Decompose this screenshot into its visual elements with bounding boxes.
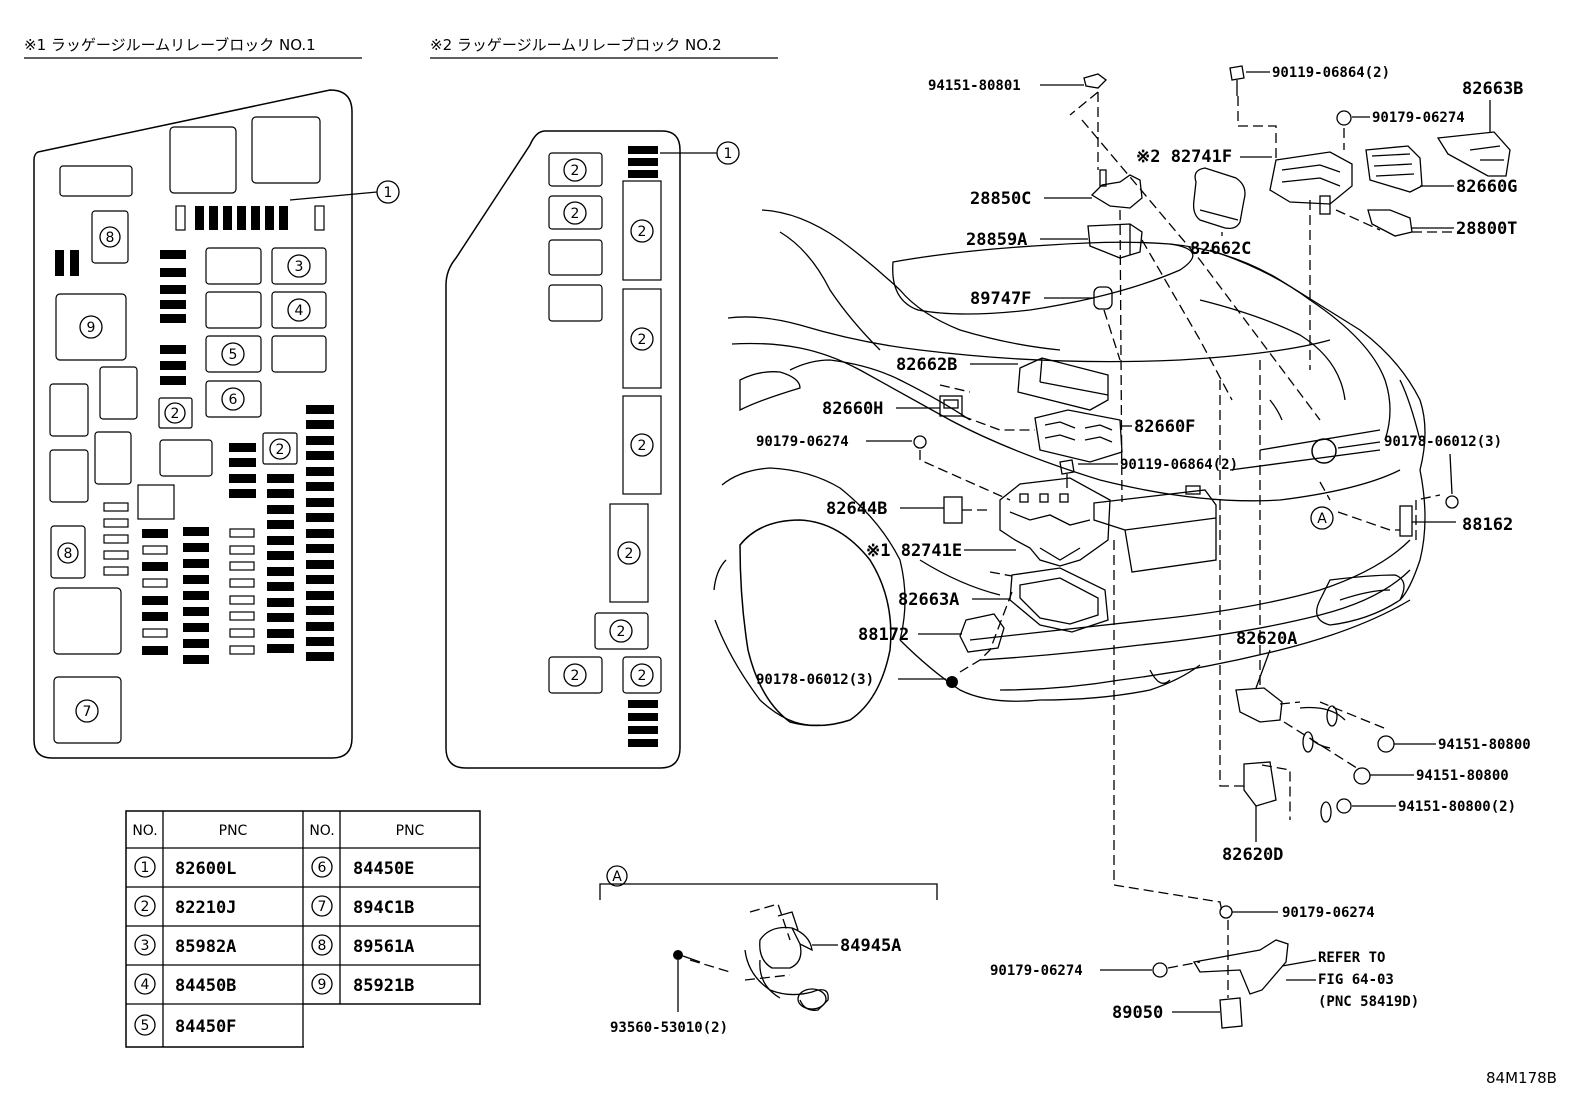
relay-block-1: 1 8 3 4 5 6 9 (33, 89, 400, 759)
label-94151-80800-2: 94151-80800(2) (1398, 799, 1516, 815)
label-88162: 88162 (1462, 515, 1513, 535)
dashed-connectors (919, 91, 1460, 998)
block2-title: ※2 ラッゲージルームリレーブロック NO.2 (430, 36, 722, 54)
label-90178-06012-right: 90178-06012(3) (1384, 434, 1502, 450)
callout-2f: 2 (638, 332, 647, 348)
label-28850C: 28850C (970, 189, 1031, 209)
label-82662C: 82662C (1190, 239, 1251, 259)
label-90179-06274-low: 90179-06274 (1282, 905, 1375, 921)
table-cell-no: 7 (318, 899, 327, 915)
label-94151-80800-b: 94151-80800 (1416, 768, 1509, 784)
label-82660G: 82660G (1456, 177, 1517, 197)
label-82660H: 82660H (822, 399, 883, 419)
label-88172: 88172 (858, 625, 909, 645)
table-cell-no: 9 (318, 977, 327, 993)
label-89747F: 89747F (970, 289, 1031, 309)
callout-7: 7 (83, 704, 92, 720)
table-row: 2 82210J 7 894C1B (134, 895, 414, 918)
table-cell-pnc: 85982A (175, 937, 236, 957)
callout-2k: 2 (638, 668, 647, 684)
callout-9: 9 (87, 320, 96, 336)
label-82644B: 82644B (826, 499, 887, 519)
label-90179-06274-left: 90179-06274 (990, 963, 1083, 979)
callout-1: 1 (384, 185, 393, 201)
table-header-pnc-1: PNC (219, 823, 248, 839)
table-row: 4 84450B 9 85921B (134, 973, 414, 996)
label-94151-80800-a: 94151-80800 (1438, 737, 1531, 753)
view-a-box-label: A (612, 869, 622, 885)
label-refer-2: FIG 64-03 (1318, 972, 1394, 988)
label-refer-3: (PNC 58419D) (1318, 994, 1419, 1010)
label-28800T: 28800T (1456, 219, 1517, 239)
table-header-no-2: NO. (309, 823, 334, 839)
table-cell-no: 2 (141, 899, 150, 915)
callout-2a: 2 (171, 406, 180, 422)
parts-illustrations (913, 65, 1511, 1029)
label-82660F: 82660F (1134, 417, 1195, 437)
label-82620A: 82620A (1236, 629, 1297, 649)
callout-8a: 8 (106, 230, 115, 246)
part-labels: 94151-80801 90119-06864(2) 82663B 90179-… (756, 65, 1531, 1023)
label-89050: 89050 (1112, 1003, 1163, 1023)
callout-2e: 2 (638, 224, 647, 240)
callout-2h: 2 (625, 546, 634, 562)
label-90179-06274-mid: 90179-06274 (756, 434, 849, 450)
callout-6: 6 (229, 392, 238, 408)
table-cell-pnc: 85921B (353, 976, 414, 996)
label-93560-53010: 93560-53010(2) (610, 1020, 728, 1036)
figure-id: 84M178B (1486, 1069, 1557, 1087)
table-row: 5 84450F (134, 1014, 236, 1037)
callout-2c: 2 (571, 163, 580, 179)
label-82741E: ※1 82741E (866, 541, 962, 561)
vehicle-outline (713, 209, 1426, 727)
table-cell-no: 8 (318, 938, 327, 954)
table-cell-no: 3 (141, 938, 150, 954)
table-cell-pnc: 84450E (353, 859, 414, 879)
table-cell-no: 5 (141, 1018, 150, 1034)
label-82662B: 82662B (896, 355, 957, 375)
callout-1b: 1 (724, 146, 733, 162)
callout-2i: 2 (617, 624, 626, 640)
relay-block-2: 2 2 1 2 2 2 2 2 2 2 (445, 130, 740, 769)
label-90119-06864-mid: 90119-06864(2) (1120, 457, 1238, 473)
label-82663A: 82663A (898, 590, 959, 610)
label-82620D: 82620D (1222, 845, 1283, 865)
label-90178-06012-left: 90178-06012(3) (756, 672, 874, 688)
label-28859A: 28859A (966, 230, 1027, 250)
block1-title: ※1 ラッゲージルームリレーブロック NO.1 (24, 36, 316, 54)
label-refer-1: REFER TO (1318, 950, 1385, 966)
label-82741F: ※2 82741F (1136, 147, 1232, 167)
table-cell-pnc: 82210J (175, 898, 236, 918)
table-row: 1 82600L 6 84450E (134, 856, 414, 879)
table-cell-pnc: 89561A (353, 937, 414, 957)
label-82663B: 82663B (1462, 79, 1523, 99)
callout-2g: 2 (638, 438, 647, 454)
callout-2j: 2 (571, 668, 580, 684)
table-header-no-1: NO. (132, 823, 157, 839)
table-cell-no: 4 (141, 977, 150, 993)
callout-4: 4 (295, 303, 304, 319)
table-cell-no: 6 (318, 860, 327, 876)
callout-5: 5 (229, 347, 238, 363)
label-90119-06864-top: 90119-06864(2) (1272, 65, 1390, 81)
table-row: 3 85982A 8 89561A (134, 934, 414, 957)
label-94151-80801: 94151-80801 (928, 78, 1021, 94)
label-84945A: 84945A (840, 936, 901, 956)
table-cell-pnc: 82600L (175, 859, 236, 879)
callout-2b: 2 (276, 442, 285, 458)
label-view-a: A (1317, 511, 1327, 527)
table-header-pnc-2: PNC (396, 823, 425, 839)
label-90179-06274-top: 90179-06274 (1372, 110, 1465, 126)
pnc-table: NO. PNC NO. PNC 1 82600L 6 84450E 2 8221… (125, 810, 482, 1049)
callout-2d: 2 (571, 206, 580, 222)
callout-3: 3 (295, 259, 304, 275)
table-cell-no: 1 (141, 860, 150, 876)
table-cell-pnc: 894C1B (353, 898, 414, 918)
callout-8b: 8 (64, 546, 73, 562)
view-a-detail: A 84945A 93560-53010(2) (599, 865, 938, 1036)
table-cell-pnc: 84450F (175, 1017, 236, 1037)
table-cell-pnc: 84450B (175, 976, 236, 996)
